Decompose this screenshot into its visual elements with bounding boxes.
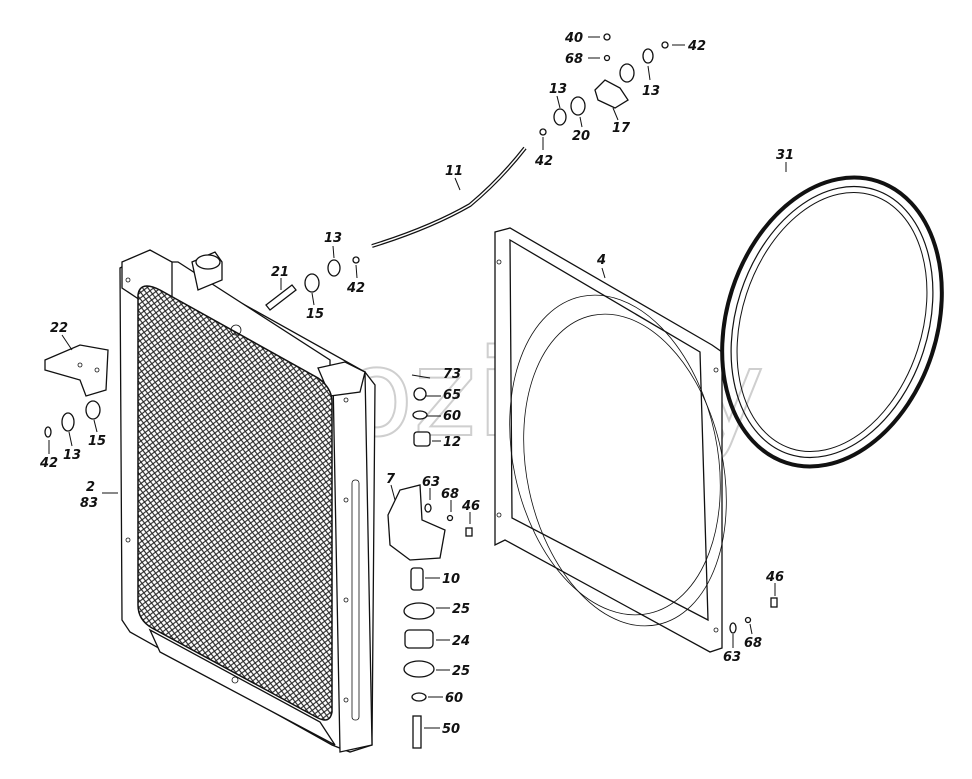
- callout-10: 10: [442, 572, 460, 587]
- left-bracket: [44, 344, 109, 438]
- callout-15: 15: [88, 434, 106, 449]
- callout-13: 13: [549, 82, 567, 97]
- callout-22: 22: [50, 321, 68, 336]
- callout-12: 12: [443, 435, 461, 450]
- callout-7: 7: [386, 472, 396, 487]
- top-hardware: [539, 33, 669, 136]
- callout-20: 20: [572, 129, 590, 144]
- callout-4: 4: [596, 253, 606, 268]
- callout-63: 63: [422, 475, 440, 490]
- callout-15: 15: [306, 307, 324, 322]
- callout-83: 83: [80, 496, 98, 511]
- callout-17: 17: [612, 121, 631, 136]
- callout-68: 68: [441, 487, 459, 502]
- centre-stack: [387, 374, 473, 749]
- callout-13: 13: [324, 231, 342, 246]
- callout-63: 63: [723, 650, 741, 665]
- callout-73: 73: [443, 367, 461, 382]
- callout-40: 40: [564, 31, 583, 46]
- callout-25: 25: [452, 664, 470, 679]
- callout-46: 46: [461, 499, 480, 514]
- callout-46: 46: [765, 570, 784, 585]
- fan-shroud: [494, 227, 727, 653]
- callout-65: 65: [443, 388, 461, 403]
- callout-68: 68: [565, 52, 583, 67]
- callout-42: 42: [687, 39, 706, 54]
- callout-31: 31: [776, 148, 794, 163]
- radiator: [119, 249, 376, 753]
- callout-21: 21: [271, 265, 289, 280]
- tie-rod: [371, 146, 527, 248]
- callout-labels: 40 68 42 13 13 20 17 42 11 31 13 42 21 1…: [39, 31, 794, 737]
- callout-60: 60: [443, 409, 461, 424]
- callout-42: 42: [39, 456, 58, 471]
- callout-11: 11: [445, 164, 463, 179]
- callout-13: 13: [642, 84, 660, 99]
- callout-42: 42: [346, 281, 365, 296]
- right-hardware: [729, 597, 778, 634]
- callout-25: 25: [452, 602, 470, 617]
- fan-ring: [720, 175, 944, 469]
- callout-68: 68: [744, 636, 762, 651]
- callout-60: 60: [445, 691, 463, 706]
- callout-13: 13: [63, 448, 81, 463]
- leader-lines: [48, 36, 787, 729]
- mid-hardware: [265, 256, 360, 311]
- callout-24: 24: [452, 634, 470, 649]
- callout-2: 2: [86, 480, 95, 495]
- callout-50: 50: [442, 722, 460, 737]
- callout-42: 42: [534, 154, 553, 169]
